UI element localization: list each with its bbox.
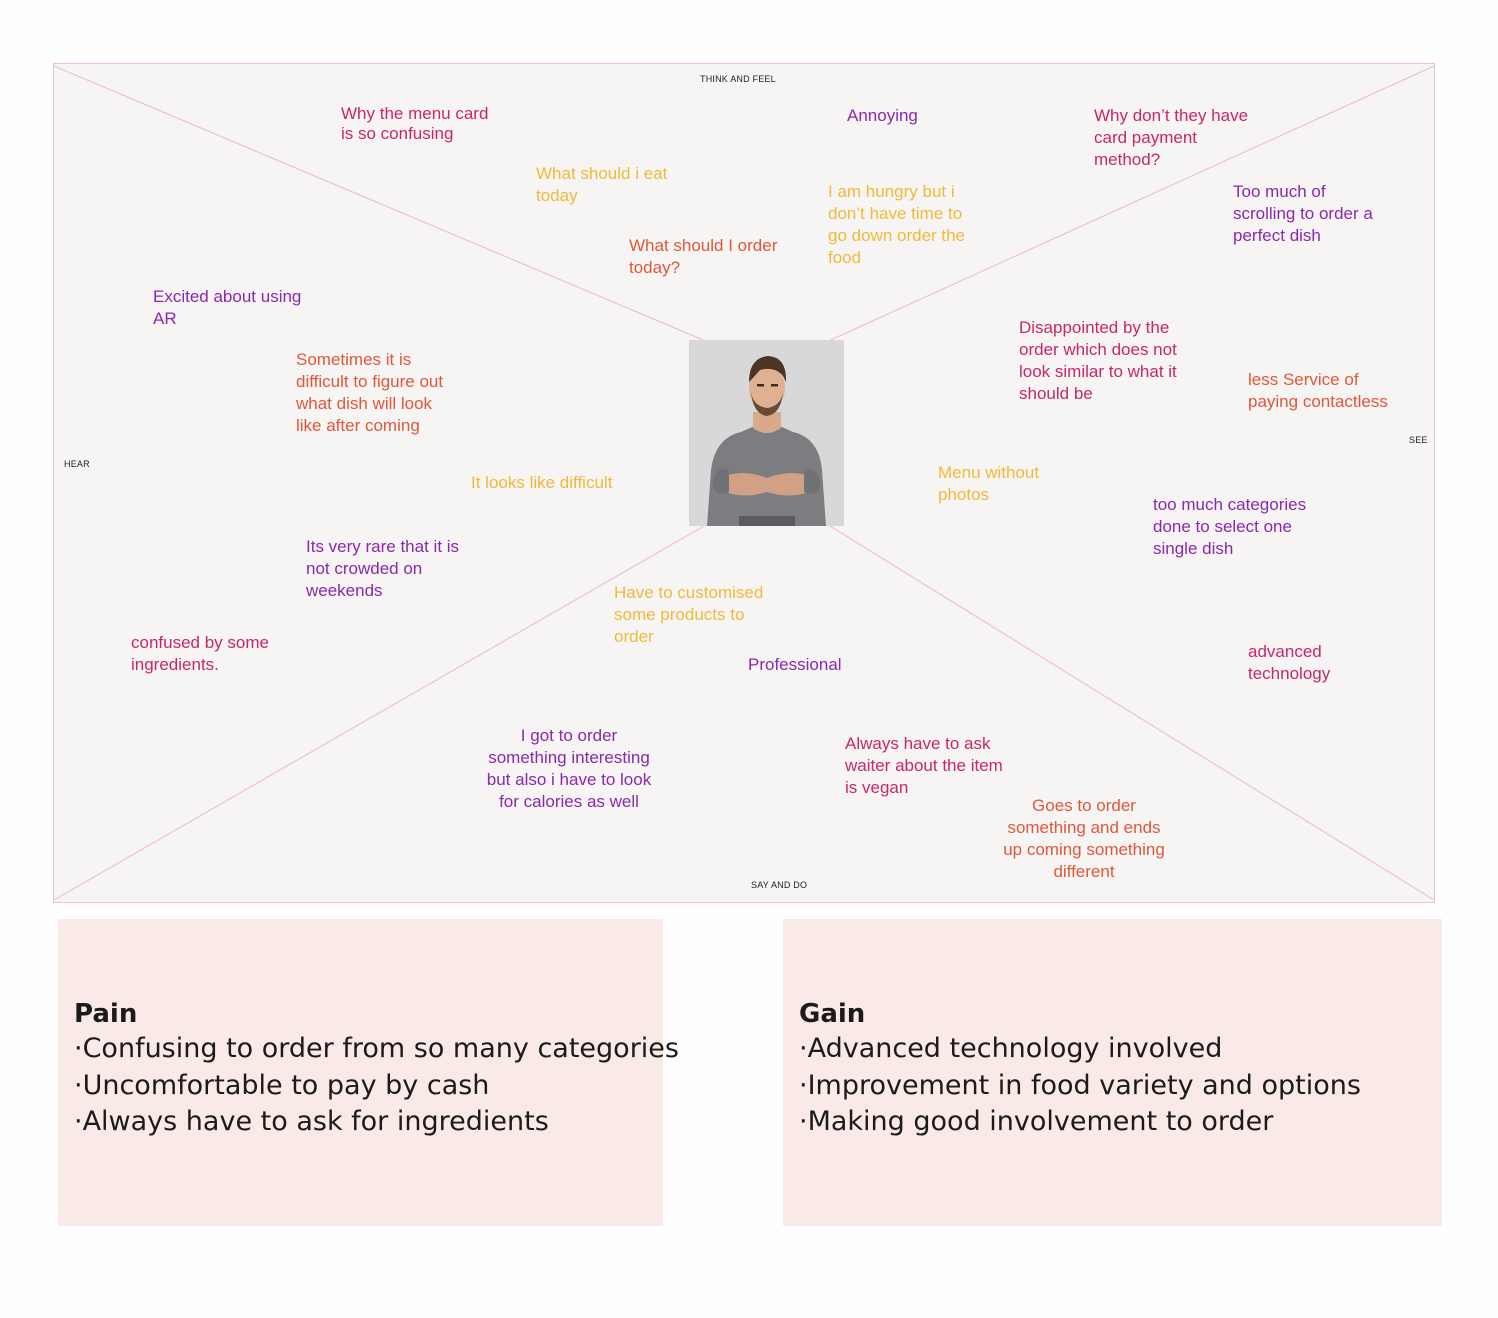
gain-panel: Gain ·Advanced technology involved ·Impr… <box>783 919 1442 1226</box>
pain-list: ·Confusing to order from so many categor… <box>74 1031 679 1141</box>
say-and-do-label: SAY AND DO <box>751 880 808 890</box>
quadrant-diagonals <box>54 65 1434 901</box>
note-too-much-categories: too much categories done to select one s… <box>1153 495 1307 558</box>
note-disappointed: Disappointed by the order which does not… <box>1019 318 1177 403</box>
persona-photo <box>689 340 844 526</box>
pain-item: ·Confusing to order from so many categor… <box>74 1033 679 1064</box>
note-excited-ar: Excited about using AR <box>153 287 302 328</box>
hear-label: HEAR <box>64 459 90 469</box>
pain-item: ·Uncomfortable to pay by cash <box>74 1069 490 1101</box>
note-what-order: What should I order today? <box>629 236 778 277</box>
note-annoying: Annoying <box>847 106 918 125</box>
note-too-much-scrolling: Too much of scrolling to order a perfect… <box>1233 182 1373 245</box>
note-looks-difficult: It looks like difficult <box>471 473 613 492</box>
see-label: SEE <box>1409 435 1428 445</box>
note-customised: Have to customised some products to orde… <box>614 583 764 646</box>
pain-title: Pain <box>74 999 138 1029</box>
note-what-eat: What should i eat today <box>536 164 668 205</box>
note-hungry-no-time: I am hungry but i don’t have time to go … <box>828 182 966 267</box>
note-advanced-tech: advanced technology <box>1248 642 1331 683</box>
note-goes-to-order: Goes to order something and ends up comi… <box>1003 796 1165 881</box>
note-menu-no-photos: Menu without photos <box>938 463 1040 504</box>
man-crossed-arms-illustration <box>689 340 844 526</box>
note-less-service: less Service of paying contactless <box>1248 370 1388 411</box>
gain-item: ·Advanced technology involved <box>799 1033 1223 1064</box>
note-menu-confusing: Why the menu card is so confusing <box>341 104 489 143</box>
pain-item: ·Always have to ask for ingredients <box>74 1106 549 1137</box>
gain-item: ·Improvement in food variety and options <box>799 1069 1361 1101</box>
note-professional: Professional <box>748 655 842 674</box>
gain-title: Gain <box>799 999 866 1029</box>
think-and-feel-label: THINK AND FEEL <box>700 74 776 84</box>
note-confused-ingredients: confused by some ingredients. <box>131 633 269 674</box>
note-rare-not-crowded: Its very rare that it is not crowded on … <box>306 537 460 600</box>
gain-item: ·Making good involvement to order <box>799 1106 1274 1137</box>
note-got-to-order: I got to order something interesting but… <box>486 726 652 811</box>
note-card-payment: Why don’t they have card payment method? <box>1094 106 1249 169</box>
note-ask-waiter: Always have to ask waiter about the item… <box>845 734 1003 797</box>
note-sometimes-difficult: Sometimes it is difficult to figure out … <box>296 350 444 435</box>
gain-list: ·Advanced technology involved ·Improveme… <box>799 1031 1442 1141</box>
pain-panel: Pain ·Confusing to order from so many ca… <box>58 919 679 1226</box>
